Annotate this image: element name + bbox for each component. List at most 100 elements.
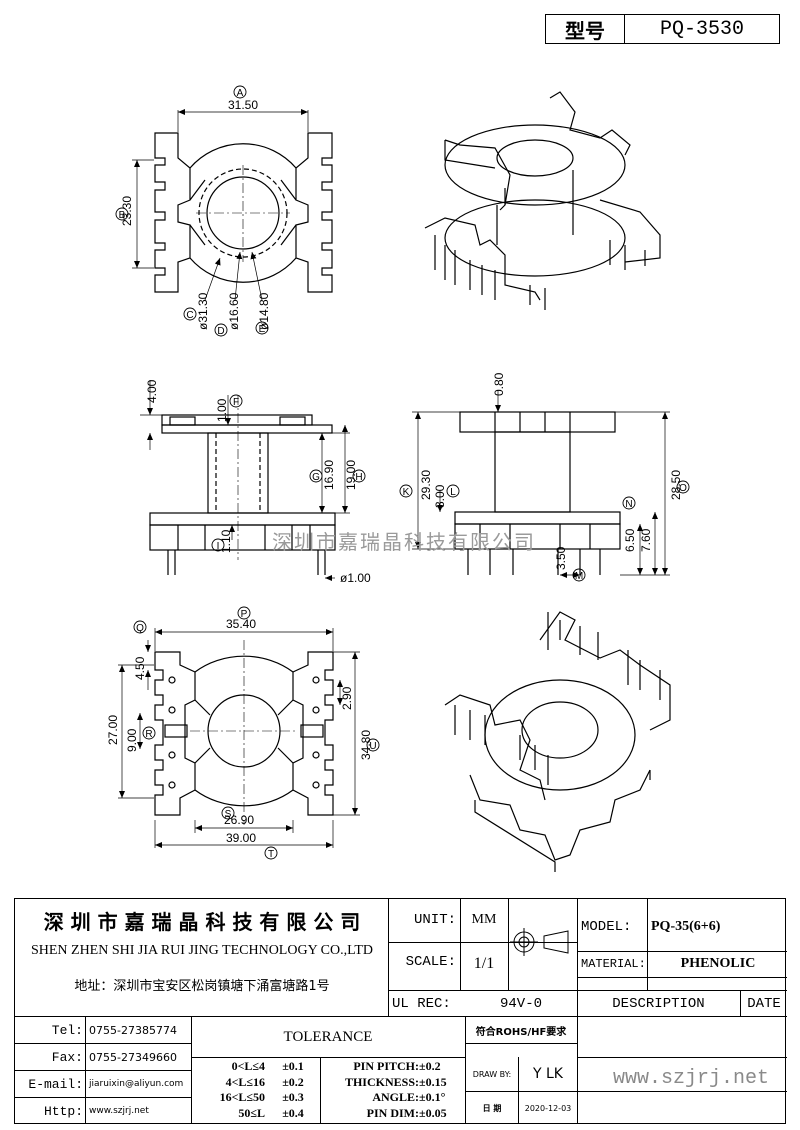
technical-drawing: 31.50 23.30 ø31.30 ø16.60 ø14.80 4.00 1.…: [106, 85, 690, 872]
top-dim-width: 31.50: [228, 98, 258, 112]
svg-text:P: P: [241, 609, 248, 620]
tolerance-param-name: THICKNESS:: [344, 1074, 419, 1089]
front-dim-16: 16.90: [322, 460, 336, 490]
front-dim-19: 19.00: [344, 460, 358, 490]
bottom-dim-2-9: 2.90: [340, 686, 354, 710]
svg-text:G: G: [312, 472, 320, 483]
model-value: PQ-35(6+6): [651, 919, 721, 934]
unit-value: MM: [471, 912, 497, 927]
ref-circle-b: B: [115, 207, 129, 221]
material-value: PHENOLIC: [680, 956, 756, 971]
tolerance-param-value: ±0.1°: [419, 1090, 446, 1104]
projection-symbol-icon: [510, 928, 569, 956]
model-header: 型号 PQ-3530: [545, 14, 780, 44]
company-address: 地址：深圳市宝安区松岗镇塘下涌富塘路1号: [74, 978, 330, 994]
front-dim-pin: ø1.00: [340, 571, 371, 585]
bottom-dim-39: 39.00: [226, 831, 256, 845]
fax-label: Fax:: [51, 1049, 83, 1065]
top-dim-d1: ø31.30: [196, 292, 210, 330]
tolerance-range: 0<L≤4: [231, 1059, 265, 1073]
svg-text:C: C: [186, 310, 193, 321]
tolerance-param-value: ±0.2: [419, 1059, 441, 1073]
date-label: DATE: [747, 995, 781, 1012]
bottom-dim-27: 27.00: [106, 715, 120, 745]
rohs-note: 符合ROHS/HF要求: [475, 1026, 567, 1038]
model-header-value: PQ-3530: [659, 17, 744, 41]
ref-circle-q: Q: [133, 620, 147, 634]
ref-circle-a: A: [233, 85, 247, 99]
model-label: MODEL:: [581, 919, 632, 935]
svg-text:R: R: [145, 729, 152, 740]
ref-circle-r: R: [142, 726, 156, 740]
ref-circle-h: H: [352, 469, 366, 483]
ul-rec-label: UL REC:: [392, 995, 451, 1012]
front-view: [140, 380, 350, 581]
website-watermark: www.szjrj.net: [612, 1066, 770, 1090]
side-dim-7-6: 7.60: [639, 528, 653, 552]
side-view: [412, 390, 670, 578]
front-dim-1: 1.00: [215, 398, 229, 422]
draw-by-value: Y LK: [533, 1066, 563, 1082]
scale-label: SCALE:: [405, 954, 456, 970]
ref-circle-f: F: [229, 394, 243, 408]
svg-text:F: F: [233, 397, 239, 408]
bottom-dim-35: 35.40: [226, 617, 256, 631]
tolerance-range: 50≤L: [238, 1105, 265, 1120]
svg-text:H: H: [355, 472, 362, 483]
title-block: 深 圳 市 嘉 瑞 晶 科 技 有 限 公 司 SHEN ZHEN SHI JI…: [14, 898, 787, 1124]
bottom-dim-34: 34.80: [359, 730, 373, 760]
company-name-cn: 深 圳 市 嘉 瑞 晶 科 技 有 限 公 司: [43, 909, 361, 934]
svg-text:K: K: [403, 487, 410, 498]
ref-circle-l: L: [446, 484, 460, 498]
bottom-view: [118, 628, 360, 848]
tel-label: Tel:: [51, 1022, 83, 1038]
tel-value: 0755-27385774: [89, 1023, 177, 1037]
email-value: jiaruixin@aliyun.com: [89, 1079, 184, 1089]
svg-text:Q: Q: [136, 623, 144, 634]
top-view: [132, 109, 333, 301]
company-name-en: SHEN ZHEN SHI JIA RUI JING TECHNOLOGY CO…: [30, 943, 374, 958]
tolerance-range: 4<L≤16: [225, 1074, 265, 1089]
email-label: E-mail:: [28, 1076, 83, 1092]
top-dim-d2: ø16.60: [227, 292, 241, 330]
ref-circle-s: S: [221, 806, 235, 820]
side-dim-29: 29.30: [419, 470, 433, 500]
ref-circle-m: M: [572, 568, 586, 582]
date-cn-label: 日 期: [482, 1103, 502, 1113]
side-dim-3-5: 3.50: [554, 546, 568, 570]
svg-text:T: T: [268, 849, 274, 860]
svg-text:A: A: [237, 88, 244, 99]
front-dim-1-1: 1.10: [219, 529, 233, 553]
ref-circle-n: N: [622, 496, 636, 510]
material-label: MATERIAL:: [581, 957, 646, 971]
ref-circle-c: C: [183, 307, 197, 321]
svg-text:E: E: [259, 324, 266, 335]
watermark: 深圳市嘉瑞晶科技有限公司: [272, 530, 536, 554]
svg-text:B: B: [119, 210, 126, 221]
unit-label: UNIT:: [413, 912, 456, 928]
svg-text:S: S: [225, 809, 232, 820]
top-dim-d3: ø14.80: [257, 292, 271, 330]
ref-circle-u: U: [366, 738, 380, 752]
svg-text:L: L: [450, 487, 456, 498]
svg-text:N: N: [625, 499, 632, 510]
ul-rec-value: 94V-0: [499, 995, 542, 1012]
ref-circle-t: T: [264, 846, 278, 860]
ref-circle-o: O: [676, 480, 690, 494]
scale-value: 1/1: [473, 955, 495, 972]
bottom-dim-4-5: 4.50: [133, 656, 147, 680]
tolerance-value: ±0.3: [282, 1090, 304, 1104]
tolerance-param-name: PIN DIM:: [366, 1105, 419, 1120]
http-label: Http:: [43, 1103, 83, 1119]
bottom-dim-26: 26.90: [224, 813, 254, 827]
ref-circle-p: P: [237, 606, 251, 620]
svg-text:I: I: [217, 541, 220, 552]
tolerance-param-value: ±0.15: [419, 1074, 447, 1089]
model-header-key: 型号: [546, 15, 625, 43]
tolerance-value: ±0.1: [282, 1059, 304, 1073]
ref-circle-i: I: [211, 538, 225, 552]
ref-circle-g: G: [309, 469, 323, 483]
svg-text:O: O: [679, 483, 687, 494]
side-dim-3: 3.00: [433, 484, 447, 508]
tolerance-label: TOLERANCE: [283, 1028, 373, 1045]
